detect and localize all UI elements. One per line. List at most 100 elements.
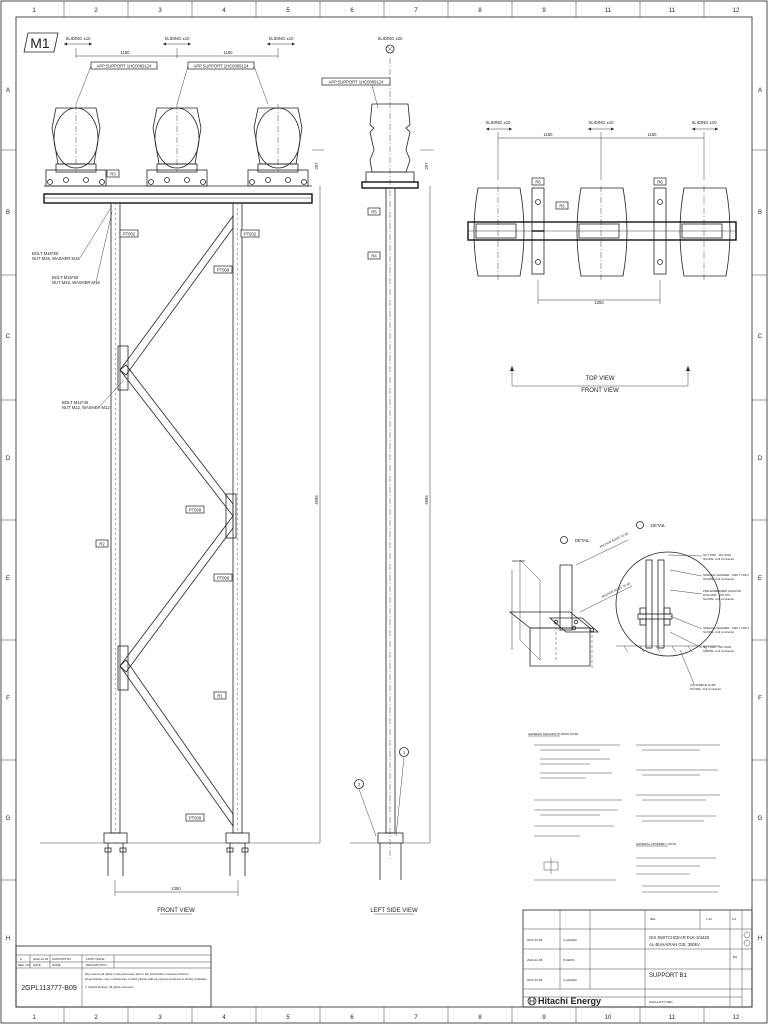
svg-text:9: 9 [542, 1015, 546, 1021]
svg-text:E: E [758, 576, 762, 582]
column-numbers-bottom: 1 2 3 4 5 6 7 8 9 10 11 12 [32, 1015, 740, 1021]
svg-text:5: 5 [286, 1015, 290, 1021]
front-view-title: FRONT VIEW [157, 908, 195, 914]
svg-text:R5: R5 [371, 210, 377, 215]
svg-text:9: 9 [542, 8, 546, 14]
svg-text:R3: R3 [110, 172, 116, 177]
svg-text:PRE-EMBEDDED ANCHOR: PRE-EMBEDDED ANCHOR [703, 589, 742, 593]
columns-front [110, 202, 243, 834]
svg-text:SPECIAL WASHER - M30 TYPE 2: SPECIAL WASHER - M30 TYPE 2 [703, 573, 749, 577]
svg-text:7: 7 [414, 1015, 418, 1021]
svg-text:H: H [758, 936, 762, 942]
part-bubble-r4: R4 [367, 251, 381, 260]
svg-text:7: 7 [414, 8, 418, 14]
svg-text:2: 2 [358, 782, 361, 787]
svg-text:4695: 4695 [424, 495, 429, 505]
notes-section: GENERAL MANUFACTURING NOTE GENERAL ASSEM… [528, 732, 720, 893]
svg-text:NUT M30 - ISO 4032: NUT M30 - ISO 4032 [703, 553, 731, 557]
svg-text:GROUND: GROUND [512, 559, 526, 563]
svg-text:4: 4 [222, 1015, 226, 1021]
svg-text:SCOPE: civil contractor: SCOPE: civil contractor [703, 597, 734, 601]
part-bubble-pt002-left: PT002 [119, 229, 139, 238]
svg-text:F: F [758, 696, 762, 702]
svg-text:F: F [6, 696, 10, 702]
svg-text:4: 4 [222, 8, 226, 14]
svg-text:DATE: DATE [33, 963, 41, 967]
project-title-2: AL-BUHAIRAH GIS, 380kV [649, 942, 700, 947]
svg-text:P.HEISS: P.HEISS [563, 958, 574, 962]
bracing-front [117, 214, 237, 828]
svg-text:GENERAL ASSEMBLY NOTE: GENERAL ASSEMBLY NOTE [636, 842, 676, 846]
svg-text:R5: R5 [559, 204, 565, 209]
svg-text:SLIDING ±10: SLIDING ±10 [692, 120, 718, 125]
svg-text:G: G [758, 816, 763, 822]
part-bubble-r5-top: R5 [555, 201, 569, 210]
svg-text:SCOPE: civil contractor: SCOPE: civil contractor [703, 630, 734, 634]
svg-text:11: 11 [669, 1015, 676, 1021]
svg-text:FRONT VIEW: FRONT VIEW [581, 388, 619, 394]
part-bubble-pt009-4: PT009 [185, 813, 205, 822]
top-view: SLIDING ±10 SLIDING ±10 SLIDING ±10 1150… [467, 120, 737, 394]
svg-text:SUPPORT B1: SUPPORT B1 [52, 957, 71, 961]
mark-m1: M1 [23, 32, 59, 53]
svg-text:10: 10 [605, 1015, 612, 1021]
part-bubble-r5: R5 [367, 207, 381, 216]
svg-text:SLIDING ±10: SLIDING ±10 [165, 36, 191, 41]
svg-text:SCOPE: civil contractor: SCOPE: civil contractor [690, 687, 721, 691]
svg-text:PT009: PT009 [189, 816, 202, 821]
spacing-dims-front: 1150 1150 [76, 50, 278, 57]
svg-text:ROD M30 - DIN 976: ROD M30 - DIN 976 [703, 593, 730, 597]
svg-text:C: C [6, 334, 11, 340]
svg-text:SCOPE: civil contractor: SCOPE: civil contractor [703, 577, 734, 581]
svg-text:1150: 1150 [647, 132, 657, 137]
svg-text:BOLT M16*80: BOLT M16*80 [32, 251, 59, 256]
part-bubbles-front: R3 PT002 PT002 PT009 PT009 PT009 PT009 R… [95, 169, 260, 822]
part-bubble-pt009-3: PT009 [213, 573, 233, 582]
svg-text:BOLT M12*40: BOLT M12*40 [62, 400, 89, 405]
svg-text:B: B [6, 210, 10, 216]
svg-text:G: G [6, 816, 11, 822]
svg-text:PT002: PT002 [123, 232, 136, 237]
svg-text:CONCRETE SLAB: CONCRETE SLAB [690, 683, 715, 687]
part-bubble-r6-right: R6 [653, 177, 667, 186]
svg-text:A: A [6, 88, 10, 94]
part-bubble-r2: R2 [95, 539, 109, 548]
svg-text:BOLT M16*50: BOLT M16*50 [52, 275, 79, 280]
svg-text:1/1: 1/1 [732, 917, 737, 921]
title-block: A 2022-12-05 SUPPORT B1 FIRST ISSUE REV.… [15, 909, 753, 1008]
svg-text:DETAIL: DETAIL [575, 538, 590, 543]
svg-text:2: 2 [94, 1015, 98, 1021]
svg-text:EN: EN [733, 955, 737, 959]
column-numbers-top: 1 2 3 4 5 6 7 8 9 11 11 12 [32, 8, 740, 14]
svg-text:R6: R6 [657, 180, 663, 185]
svg-text:FIRST ISSUE: FIRST ISSUE [86, 957, 104, 961]
svg-text:NUT M30 - ISO 4032: NUT M30 - ISO 4032 [703, 645, 731, 649]
frame-inner [15, 16, 753, 1008]
svg-text:APP.SUPPORT 1HC0069124: APP.SUPPORT 1HC0069124 [194, 64, 250, 69]
svg-text:NUT M16, WASHER M16: NUT M16, WASHER M16 [52, 280, 100, 285]
left-side-view: SLIDING ±20 APP.SUPPORT 1HC0069124 R5 R4… [321, 36, 434, 915]
svg-text:1: 1 [32, 1015, 36, 1021]
base-plates-front [40, 832, 320, 876]
svg-text:3: 3 [158, 1015, 162, 1021]
svg-text:SLIDING ±10: SLIDING ±10 [66, 36, 92, 41]
part-bubble-r1: R1 [213, 691, 227, 700]
dims-front: 1350 4695 267 [114, 149, 324, 896]
top-beam [43, 185, 313, 204]
svg-text:Reproduction, use or disclosur: Reproduction, use or disclosure to third… [85, 977, 208, 981]
hitachi-logo: Hitachi Energy [527, 996, 601, 1006]
svg-text:SLIDING ±10: SLIDING ±10 [269, 36, 295, 41]
svg-text:11: 11 [669, 8, 676, 14]
svg-text:2022-12-05: 2022-12-05 [33, 957, 49, 961]
svg-text:11: 11 [605, 8, 612, 14]
svg-text:8: 8 [478, 1015, 482, 1021]
svg-text:1150: 1150 [223, 50, 233, 55]
sliding-arrows-front: SLIDING ±10 SLIDING ±10 SLIDING ±10 [64, 36, 295, 58]
svg-text:3: 3 [158, 8, 162, 14]
svg-text:D: D [758, 456, 763, 462]
document-number-right: 2GPL113777-B01 [649, 1000, 673, 1004]
row-letters: A B C D E F G H A B C D E F G H [6, 88, 763, 942]
svg-text:SLIDING ±20: SLIDING ±20 [378, 36, 404, 41]
svg-text:C: C [758, 334, 763, 340]
